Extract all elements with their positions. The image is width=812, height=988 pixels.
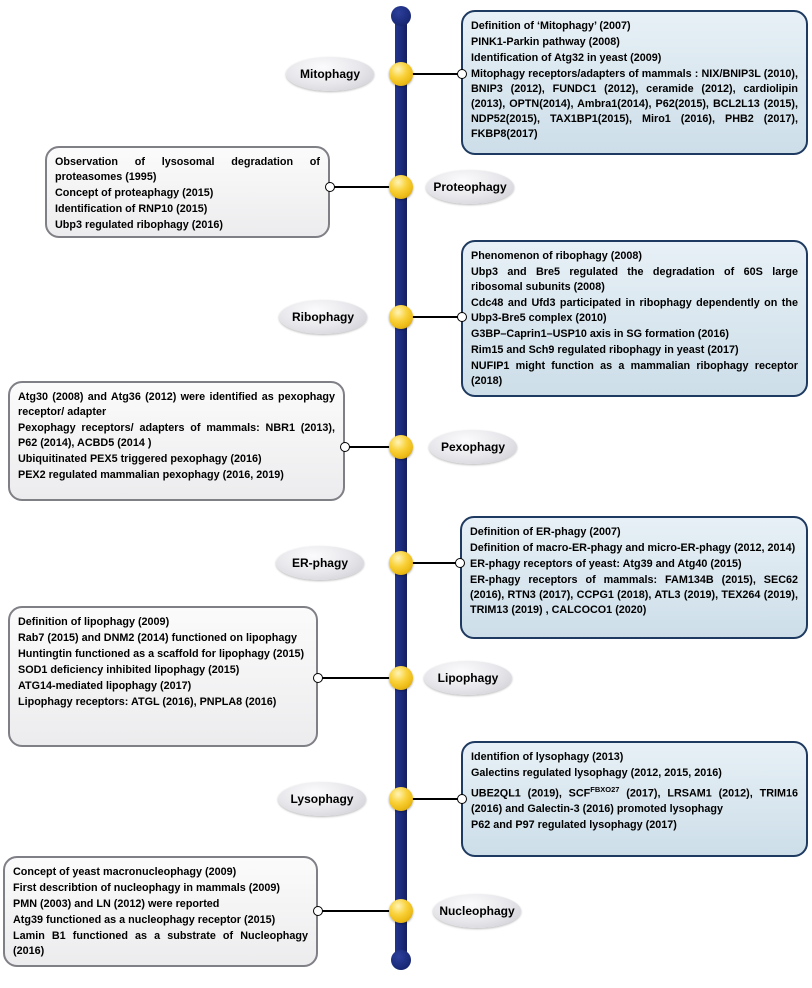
- connector-end-circle: [457, 794, 467, 804]
- detail-box-mitophagy: Definition of ‘Mitophagy’ (2007) PINK1-P…: [461, 10, 808, 155]
- timeline-entry: Ubp3 regulated ribophagy (2016): [55, 219, 223, 231]
- category-label-text: Lipophagy: [437, 671, 499, 685]
- timeline-entry: Identification of RNP10 (2015): [55, 203, 208, 215]
- timeline-entry: Identifion of lysophagy (2013): [471, 751, 624, 763]
- detail-box-nucleophagy: Concept of yeast macronucleophagy (2009)…: [3, 856, 318, 967]
- connector-end-circle: [457, 312, 467, 322]
- timeline-entry: UBE2QL1 (2019), SCFFBXO27 (2017), LRSAM1…: [471, 782, 798, 817]
- connector-end-circle: [455, 558, 465, 568]
- category-label-mitophagy: Mitophagy: [286, 57, 374, 91]
- category-label-text: Proteophagy: [433, 180, 507, 194]
- timeline-node-er-phagy: [389, 551, 413, 575]
- timeline-entry: ER-phagy receptors of mammals: FAM134B (…: [470, 574, 798, 616]
- timeline-entry: Atg39 functioned as a nucleophagy recept…: [13, 914, 276, 926]
- category-label-pexophagy: Pexophagy: [429, 430, 517, 464]
- connector-line: [318, 910, 401, 912]
- timeline-node-pexophagy: [389, 435, 413, 459]
- timeline-top-cap: [391, 6, 411, 26]
- category-label-text: Nucleophagy: [439, 904, 515, 918]
- entry-text: (2017), LRSAM1 (2012), TRIM16 (2016) and…: [471, 787, 799, 815]
- timeline-entry: P62 and P97 regulated lysophagy (2017): [471, 818, 677, 831]
- timeline-entry: Definition of ‘Mitophagy’ (2007): [471, 20, 631, 32]
- connector-line: [330, 186, 401, 188]
- category-label-text: Mitophagy: [300, 67, 360, 81]
- category-label-er-phagy: ER-phagy: [276, 546, 364, 580]
- timeline-entry: Rab7 (2015) and DNM2 (2014) functioned o…: [18, 632, 297, 644]
- timeline-entry: Phenomenon of ribophagy (2008): [471, 250, 642, 262]
- connector-line: [401, 562, 460, 564]
- timeline-entry: PMN (2003) and LN (2012) were reported: [13, 898, 220, 910]
- entry-text: UBE2QL1 (2019), SCF: [471, 787, 591, 800]
- timeline-entry: Definition of ER-phagy (2007): [470, 526, 621, 538]
- timeline-entry: Rim15 and Sch9 regulated ribophagy in ye…: [471, 344, 739, 356]
- category-label-nucleophagy: Nucleophagy: [433, 894, 521, 928]
- timeline-entry: SOD1 deficiency inhibited lipophagy (201…: [18, 664, 240, 676]
- timeline-bottom-cap: [391, 950, 411, 970]
- detail-box-lysophagy: Identifion of lysophagy (2013) Galectins…: [461, 741, 808, 857]
- category-label-proteophagy: Proteophagy: [426, 170, 514, 204]
- timeline-node-proteophagy: [389, 175, 413, 199]
- timeline-entry: Pexophagy receptors/ adapters of mammals…: [18, 422, 335, 449]
- connector-end-circle: [457, 69, 467, 79]
- timeline-entry: PINK1-Parkin pathway (2008): [471, 36, 620, 48]
- timeline-entry: G3BP–Caprin1–USP10 axis in SG formation …: [471, 328, 730, 340]
- connector-line: [318, 677, 401, 679]
- connector-end-circle: [313, 906, 323, 916]
- timeline-entry: Definition of lipophagy (2009): [18, 616, 170, 628]
- connector-line: [401, 798, 462, 800]
- connector-end-circle: [340, 442, 350, 452]
- category-label-text: Pexophagy: [440, 440, 506, 454]
- category-label-lysophagy: Lysophagy: [278, 782, 366, 816]
- category-label-text: ER-phagy: [291, 556, 348, 570]
- timeline-entry: First describtion of nucleophagy in mamm…: [13, 882, 280, 894]
- timeline-entry: Lipophagy receptors: ATGL (2016), PNPLA8…: [18, 696, 277, 708]
- entry-superscript: FBXO27: [590, 785, 620, 794]
- timeline-entry: Cdc48 and Ufd3 participated in ribophagy…: [471, 297, 798, 324]
- detail-box-lipophagy: Definition of lipophagy (2009) Rab7 (201…: [8, 606, 318, 747]
- timeline-entry: Definition of macro-ER-phagy and micro-E…: [470, 542, 796, 554]
- timeline-entry: ATG14-mediated lipophagy (2017): [18, 680, 192, 692]
- timeline-node-nucleophagy: [389, 899, 413, 923]
- detail-box-ribophagy: Phenomenon of ribophagy (2008) Ubp3 and …: [461, 240, 808, 397]
- timeline-node-mitophagy: [389, 62, 413, 86]
- connector-line: [345, 446, 401, 448]
- timeline-node-lysophagy: [389, 787, 413, 811]
- timeline-axis: [395, 16, 407, 960]
- timeline-entry: Atg30 (2008) and Atg36 (2012) were ident…: [18, 391, 335, 418]
- timeline-entry: Huntingtin functioned as a scaffold for …: [18, 648, 305, 660]
- detail-box-er-phagy: Definition of ER-phagy (2007) Definition…: [460, 516, 808, 639]
- connector-line: [401, 73, 462, 75]
- timeline-entry: ER-phagy receptors of yeast: Atg39 and A…: [470, 558, 742, 570]
- detail-box-proteophagy: Observation of lysosomal degradation of …: [45, 146, 330, 238]
- category-label-lipophagy: Lipophagy: [424, 661, 512, 695]
- timeline-entry: Ubp3 and Bre5 regulated the degradation …: [471, 266, 798, 293]
- connector-line: [401, 316, 462, 318]
- timeline-entry: Observation of lysosomal degradation of …: [55, 156, 320, 183]
- timeline-node-lipophagy: [389, 666, 413, 690]
- category-label-ribophagy: Ribophagy: [279, 300, 367, 334]
- category-label-text: Lysophagy: [290, 792, 354, 806]
- detail-box-pexophagy: Atg30 (2008) and Atg36 (2012) were ident…: [8, 381, 345, 501]
- timeline-entry: Lamin B1 functioned as a substrate of Nu…: [13, 930, 308, 957]
- timeline-entry: Identification of Atg32 in yeast (2009): [471, 52, 662, 64]
- timeline-entry: NUFIP1 might function as a mammalian rib…: [471, 360, 798, 387]
- timeline-entry: Mitophagy receptors/adapters of mammals …: [471, 68, 798, 140]
- timeline-entry: Concept of yeast macronucleophagy (2009): [13, 866, 237, 878]
- connector-end-circle: [313, 673, 323, 683]
- timeline-entry: Concept of proteaphagy (2015): [55, 187, 214, 199]
- timeline-node-ribophagy: [389, 305, 413, 329]
- timeline-entry: Galectins regulated lysophagy (2012, 201…: [471, 767, 722, 779]
- timeline-entry: Ubiquitinated PEX5 triggered pexophagy (…: [18, 453, 262, 465]
- connector-end-circle: [325, 182, 335, 192]
- category-label-text: Ribophagy: [292, 310, 354, 324]
- timeline-entry: PEX2 regulated mammalian pexophagy (2016…: [18, 469, 284, 481]
